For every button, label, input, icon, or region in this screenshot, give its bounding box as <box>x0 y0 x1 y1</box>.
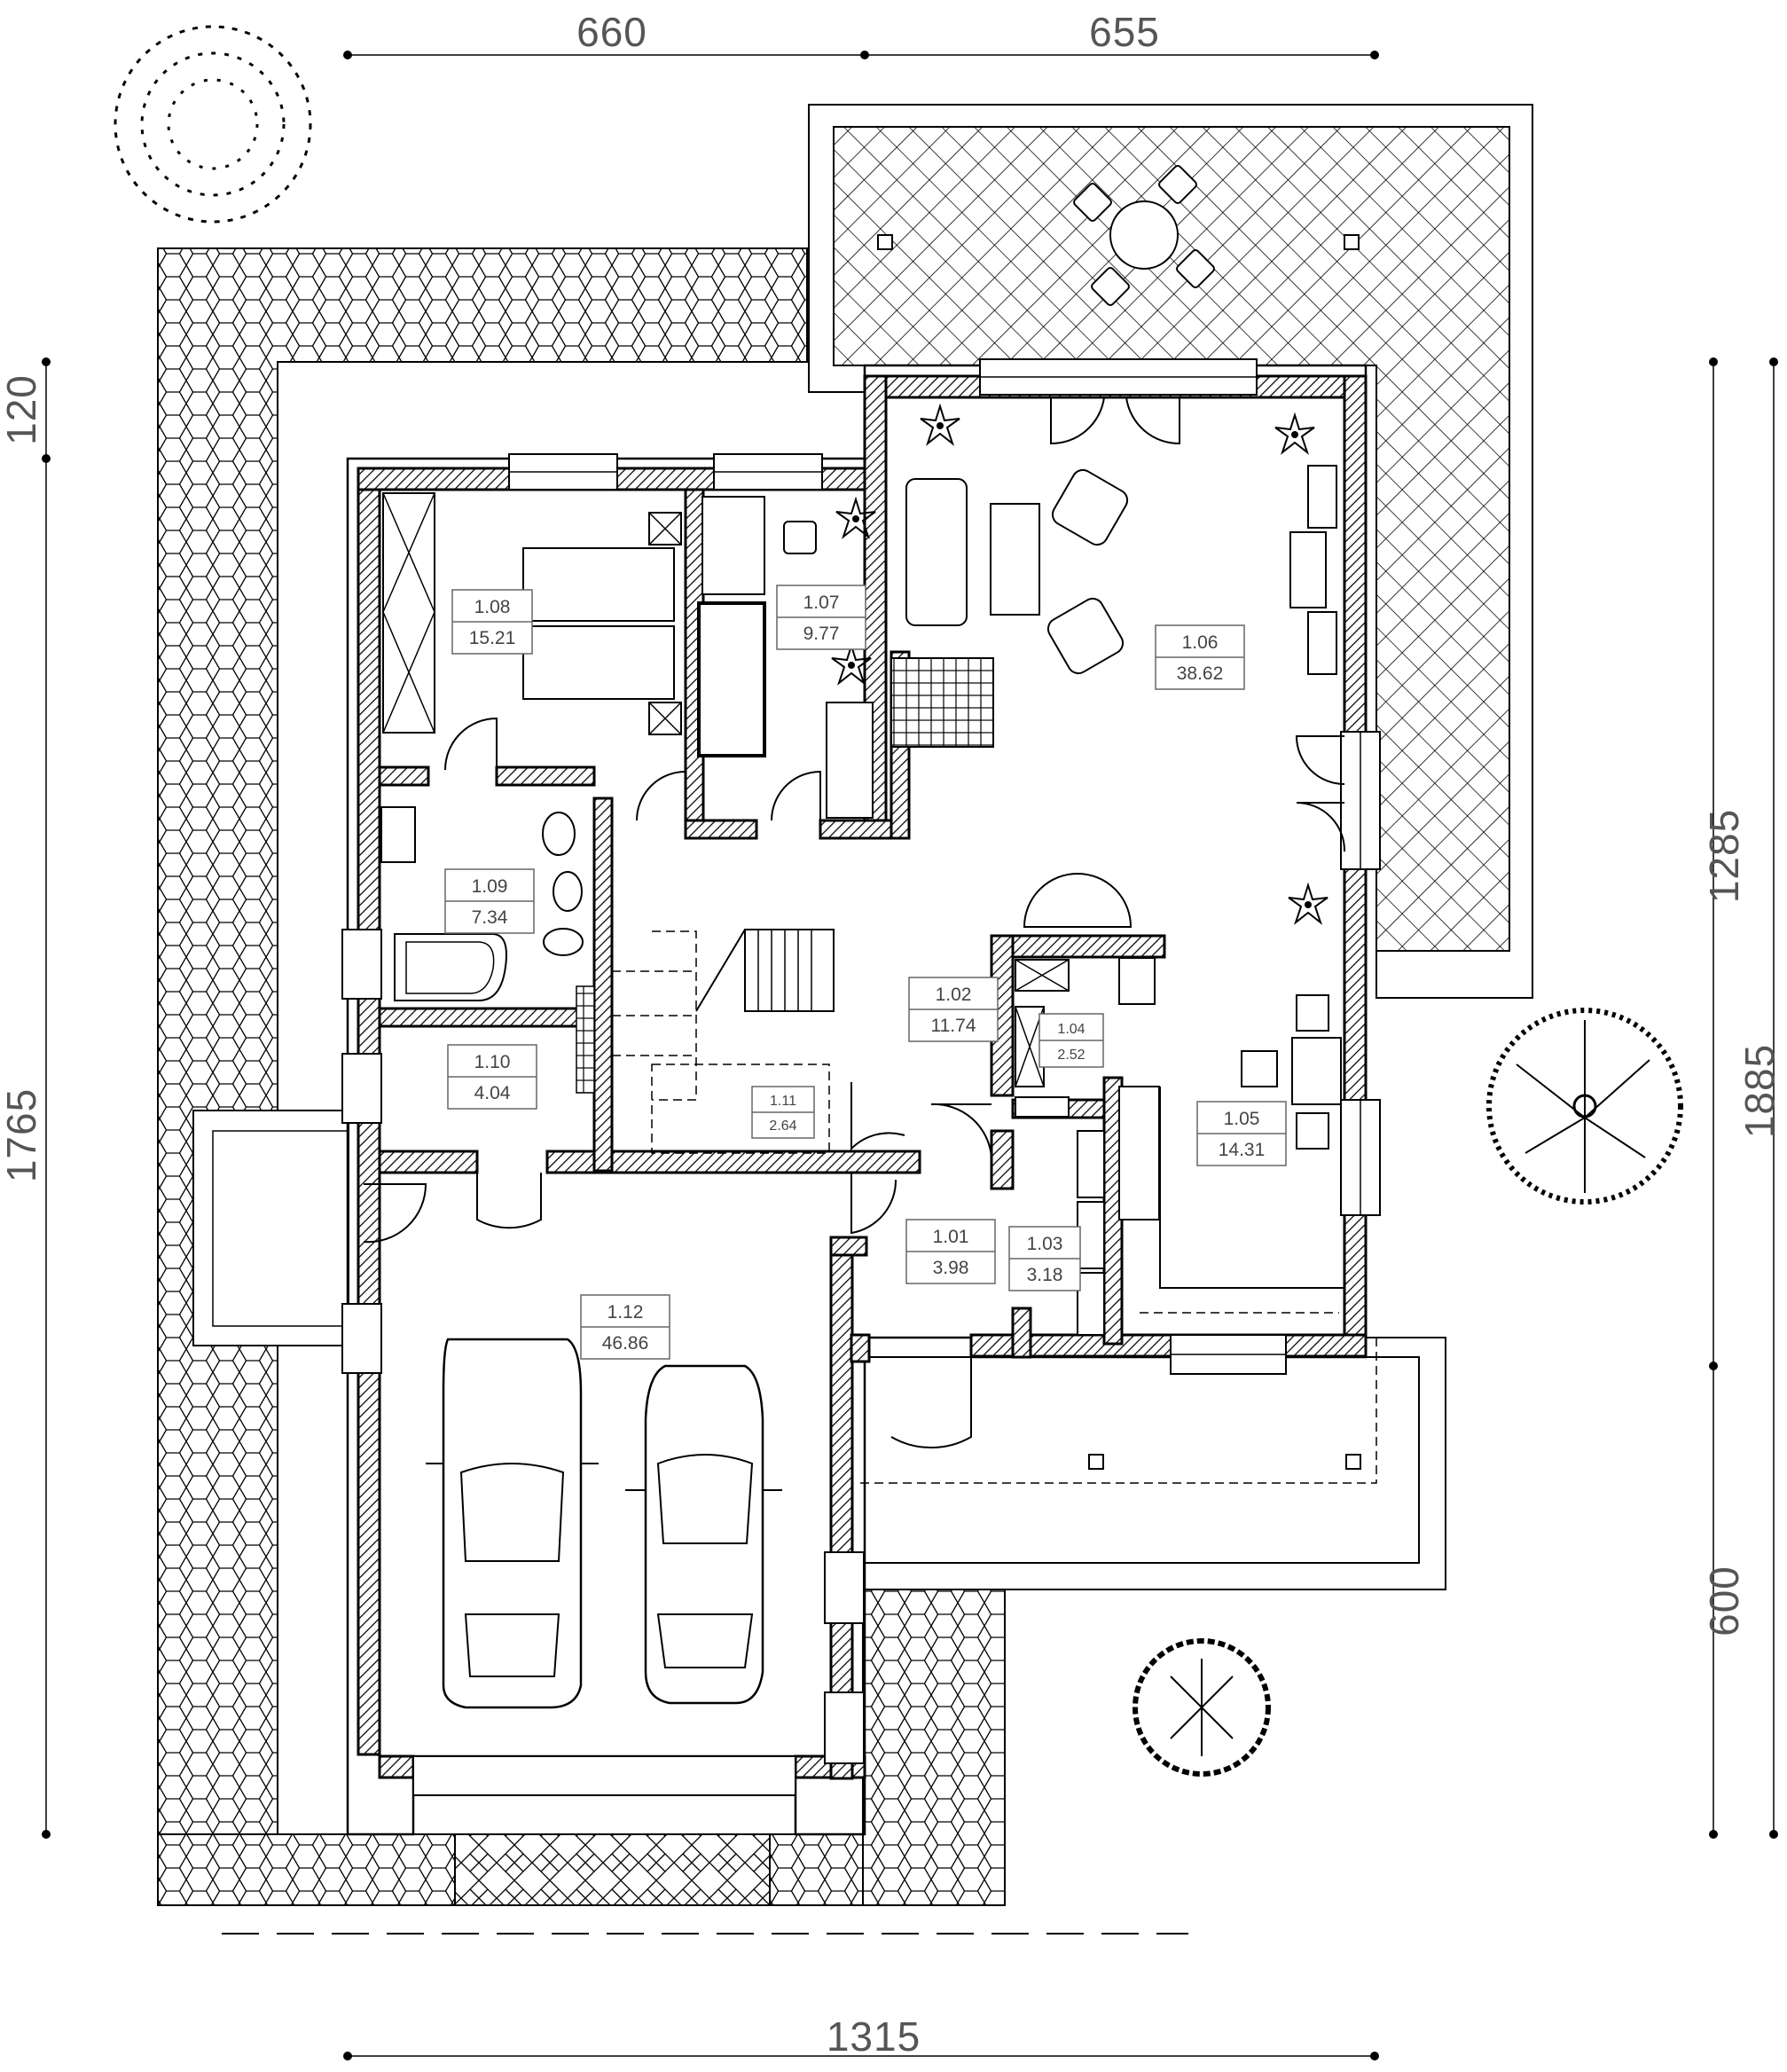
room-area: 3.98 <box>933 1258 969 1278</box>
dimension-lines <box>42 51 1778 2060</box>
room-label-1.08: 1.08 15.21 <box>451 589 533 655</box>
room-number: 1.10 <box>474 1052 511 1072</box>
room-number: 1.12 <box>607 1302 644 1322</box>
room-area: 7.34 <box>472 907 508 928</box>
dim-left-small: 120 <box>0 374 44 445</box>
pantry-shelves <box>1015 959 1105 1336</box>
room-label-1.12: 1.12 46.86 <box>580 1294 670 1360</box>
room-label-1.03: 1.03 3.18 <box>1008 1226 1081 1291</box>
room-number: 1.01 <box>933 1227 969 1247</box>
room-number: 1.02 <box>936 985 972 1005</box>
paving <box>157 247 1006 1906</box>
doors <box>363 396 1346 1449</box>
room-label-1.07: 1.07 9.77 <box>776 585 866 650</box>
car-left <box>426 1338 599 1709</box>
room-labels: 1.08 15.21 1.07 9.77 1.06 38.62 1.09 7.34 1.02 11… <box>444 585 1287 1360</box>
room-area: 11.74 <box>931 1016 976 1036</box>
room-label-1.10: 1.10 4.04 <box>447 1044 537 1110</box>
bathroom-fixtures <box>380 806 584 1001</box>
kitchen-furniture <box>1023 873 1344 1314</box>
study-furniture <box>697 496 876 819</box>
windows <box>341 358 1381 1796</box>
room-area: 3.18 <box>1027 1265 1063 1285</box>
room-area: 2.52 <box>1057 1048 1085 1063</box>
room-label-1.01: 1.01 3.98 <box>905 1219 996 1284</box>
room-area: 2.64 <box>769 1118 796 1134</box>
tree-right <box>1486 1008 1683 1205</box>
dim-top-left: 660 <box>576 9 647 55</box>
room-number: 1.05 <box>1224 1109 1260 1129</box>
room-area: 4.04 <box>474 1083 511 1103</box>
room-number: 1.11 <box>770 1094 796 1109</box>
room-label-1.02: 1.02 11.74 <box>908 977 999 1042</box>
living-furniture <box>890 405 1337 923</box>
room-area: 38.62 <box>1177 663 1224 684</box>
room-area: 15.21 <box>469 628 516 648</box>
dim-bottom: 1315 <box>827 2013 921 2060</box>
staircase <box>576 929 835 1154</box>
room-number: 1.04 <box>1057 1022 1085 1037</box>
tree-top-left <box>114 25 312 224</box>
room-number: 1.06 <box>1182 632 1219 653</box>
room-number: 1.03 <box>1027 1234 1063 1254</box>
dim-right-lower: 600 <box>1701 1566 1747 1636</box>
dim-top-right: 655 <box>1089 9 1160 55</box>
room-area: 9.77 <box>803 624 840 644</box>
room-number: 1.09 <box>472 876 508 897</box>
terrace-front <box>860 1337 1446 1590</box>
dim-right-upper: 1285 <box>1701 809 1747 903</box>
room-label-1.09: 1.09 7.34 <box>444 868 535 934</box>
bedroom-furniture <box>382 492 682 735</box>
tree-bottom <box>1133 1638 1271 1777</box>
dim-left-big: 1765 <box>0 1088 44 1182</box>
room-label-1.11: 1.11 2.64 <box>751 1086 815 1139</box>
room-area: 46.86 <box>602 1333 649 1354</box>
dining-set <box>1071 163 1217 308</box>
room-number: 1.08 <box>474 597 511 617</box>
room-label-1.04: 1.04 2.52 <box>1038 1013 1104 1068</box>
dim-right-full: 1885 <box>1736 1044 1783 1138</box>
room-label-1.05: 1.05 14.31 <box>1196 1101 1287 1166</box>
car-right <box>625 1364 782 1705</box>
room-number: 1.07 <box>803 593 840 613</box>
room-area: 14.31 <box>1219 1140 1266 1160</box>
entrance-porch <box>192 1110 349 1346</box>
room-label-1.06: 1.06 38.62 <box>1155 624 1245 690</box>
terrace-top <box>808 104 1533 999</box>
